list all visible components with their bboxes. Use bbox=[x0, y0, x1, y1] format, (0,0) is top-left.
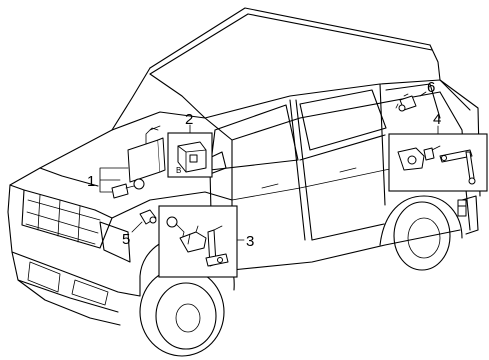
callout-3-label: 3 bbox=[246, 233, 254, 250]
part-2-relay-bracket[interactable]: B bbox=[176, 141, 207, 175]
callout-4-label: 4 bbox=[433, 111, 441, 128]
svg-text:B: B bbox=[176, 166, 181, 175]
callout-2-label: 2 bbox=[185, 111, 193, 128]
part-1-control-module[interactable] bbox=[111, 125, 166, 199]
callout-1-label: 1 bbox=[87, 173, 95, 190]
callout-5-leader bbox=[131, 221, 143, 233]
part-5-connector[interactable] bbox=[139, 209, 157, 225]
callout-6-label: 6 bbox=[427, 79, 435, 96]
part-4-sensor-link[interactable] bbox=[397, 145, 476, 185]
part-6-bulb-socket[interactable] bbox=[395, 93, 417, 112]
callout-6-leader bbox=[419, 91, 427, 97]
part-3-height-sensor[interactable] bbox=[166, 216, 229, 267]
callout-1-leader bbox=[99, 167, 129, 193]
callout-5-label: 5 bbox=[122, 231, 130, 248]
